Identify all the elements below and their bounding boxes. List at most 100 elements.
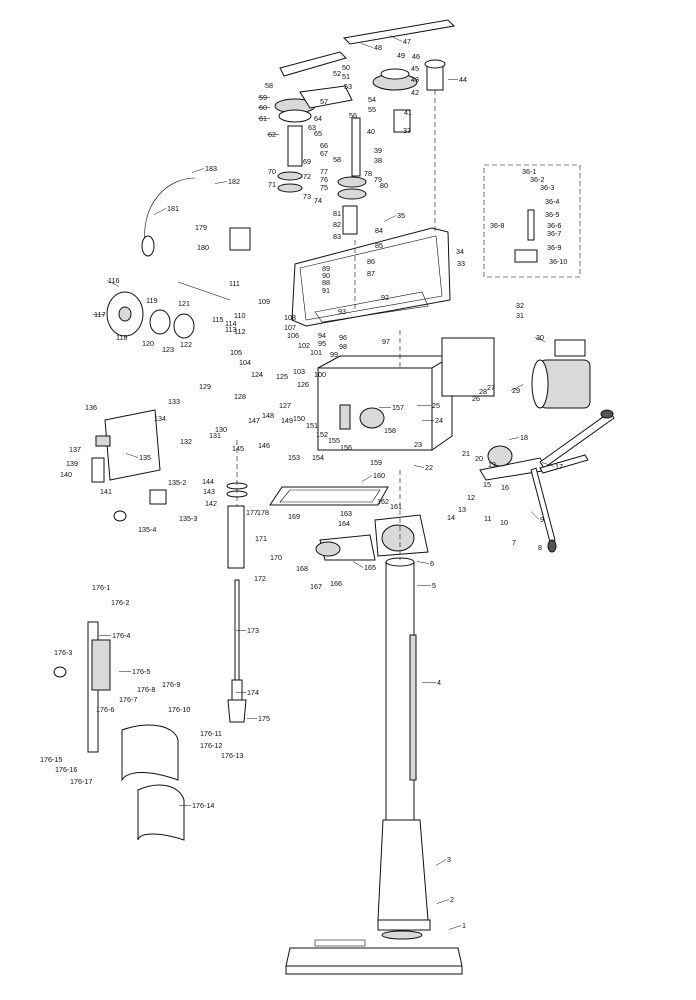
callout-36-6: 36-6 bbox=[547, 221, 561, 230]
callout-168: 168 bbox=[296, 564, 308, 573]
callout-64: 64 bbox=[314, 114, 322, 123]
leader-22 bbox=[413, 465, 425, 468]
callout-176-2: 176-2 bbox=[111, 598, 129, 607]
callout-42: 42 bbox=[411, 88, 419, 97]
callout-144: 144 bbox=[202, 477, 214, 486]
callout-29: 29 bbox=[512, 386, 520, 395]
belt-cover-group bbox=[291, 227, 451, 327]
callout-176-7: 176-7 bbox=[119, 695, 137, 704]
callout-9: 9 bbox=[540, 515, 544, 524]
callout-176-12: 176-12 bbox=[200, 741, 222, 750]
callout-146: 146 bbox=[258, 441, 270, 450]
callout-76: 76 bbox=[320, 175, 328, 184]
callout-141: 141 bbox=[100, 487, 112, 496]
callout-13: 13 bbox=[458, 505, 466, 514]
callout-119: 119 bbox=[146, 296, 157, 305]
callout-182: 182 bbox=[228, 177, 240, 186]
callout-77: 77 bbox=[320, 167, 328, 176]
callout-51: 51 bbox=[342, 72, 350, 81]
callout-163: 163 bbox=[340, 509, 352, 518]
callout-117: 117 bbox=[94, 310, 105, 319]
chuck-guard-group bbox=[53, 621, 185, 841]
callout-50: 50 bbox=[342, 63, 350, 72]
callout-41: 41 bbox=[404, 108, 412, 117]
callout-176-9: 176-9 bbox=[162, 680, 180, 689]
callout-176-6: 176-6 bbox=[96, 705, 114, 714]
callout-58: 58 bbox=[265, 81, 273, 90]
callout-22: 22 bbox=[425, 463, 433, 472]
leader-3 bbox=[435, 859, 447, 866]
callout-28: 28 bbox=[479, 387, 487, 396]
callout-152: 152 bbox=[316, 430, 328, 439]
callout-116: 116 bbox=[108, 276, 119, 285]
callout-34: 34 bbox=[456, 247, 464, 256]
callout-36-8: 36-8 bbox=[490, 221, 504, 230]
callout-176-15: 176-15 bbox=[40, 755, 62, 764]
callout-176-16: 176-16 bbox=[55, 765, 77, 774]
callout-133: 133 bbox=[168, 397, 180, 406]
callout-2: 2 bbox=[450, 895, 454, 904]
callout-153: 153 bbox=[288, 453, 300, 462]
callout-62: 62 bbox=[268, 130, 276, 139]
callout-38: 38 bbox=[374, 156, 382, 165]
callout-100: 100 bbox=[314, 370, 326, 379]
callout-59: 59 bbox=[259, 93, 267, 102]
callout-87: 87 bbox=[367, 269, 375, 278]
callout-56: 56 bbox=[349, 111, 357, 120]
callout-36-7: 36-7 bbox=[547, 229, 561, 238]
callout-162: 162 bbox=[377, 497, 389, 506]
callout-31: 31 bbox=[516, 311, 524, 320]
callout-1: 1 bbox=[462, 921, 466, 930]
callout-129: 129 bbox=[199, 382, 211, 391]
callout-23: 23 bbox=[414, 440, 422, 449]
callout-36-10: 36-10 bbox=[549, 257, 567, 266]
callout-124: 124 bbox=[251, 370, 263, 379]
callout-18: 18 bbox=[520, 433, 528, 442]
callout-176-11: 176-11 bbox=[200, 729, 222, 738]
callout-71: 71 bbox=[268, 180, 276, 189]
callout-173: 173 bbox=[247, 626, 259, 635]
callout-135-3: 135-3 bbox=[179, 514, 197, 523]
callout-171: 171 bbox=[255, 534, 267, 543]
callout-159: 159 bbox=[370, 458, 382, 467]
callout-180: 180 bbox=[197, 243, 209, 252]
column-group bbox=[385, 557, 417, 821]
callout-147: 147 bbox=[248, 416, 260, 425]
callout-4: 4 bbox=[437, 678, 441, 687]
callout-113: 113 bbox=[225, 325, 236, 334]
leader-1 bbox=[448, 925, 462, 930]
callout-96: 96 bbox=[339, 333, 347, 342]
leader-165 bbox=[352, 561, 364, 568]
callout-130: 130 bbox=[215, 425, 227, 434]
callout-150: 150 bbox=[293, 414, 305, 423]
callout-161: 161 bbox=[390, 502, 402, 511]
callout-98: 98 bbox=[339, 342, 347, 351]
callout-75: 75 bbox=[320, 183, 328, 192]
callout-65: 65 bbox=[314, 129, 322, 138]
callout-19: 19 bbox=[488, 460, 496, 469]
callout-leaders bbox=[93, 35, 555, 930]
callout-112: 112 bbox=[234, 327, 245, 336]
callout-6: 6 bbox=[430, 559, 434, 568]
callout-72: 72 bbox=[303, 172, 311, 181]
callout-140: 140 bbox=[60, 470, 72, 479]
callout-82: 82 bbox=[333, 220, 341, 229]
callout-176-13: 176-13 bbox=[221, 751, 243, 760]
callout-176-3: 176-3 bbox=[54, 648, 72, 657]
callout-106: 106 bbox=[287, 331, 299, 340]
leader-17 bbox=[541, 462, 555, 467]
callout-183: 183 bbox=[205, 164, 217, 173]
callout-172: 172 bbox=[254, 574, 266, 583]
callout-10: 10 bbox=[500, 518, 508, 527]
handwheel-group bbox=[106, 177, 251, 339]
callout-103: 103 bbox=[293, 367, 305, 376]
callout-7: 7 bbox=[512, 538, 516, 547]
motor-group bbox=[441, 337, 591, 409]
callout-11: 11 bbox=[484, 514, 491, 523]
depth-stop-group bbox=[91, 409, 167, 522]
callout-164: 164 bbox=[338, 519, 350, 528]
callout-39: 39 bbox=[374, 146, 382, 155]
callout-176-10: 176-10 bbox=[168, 705, 190, 714]
